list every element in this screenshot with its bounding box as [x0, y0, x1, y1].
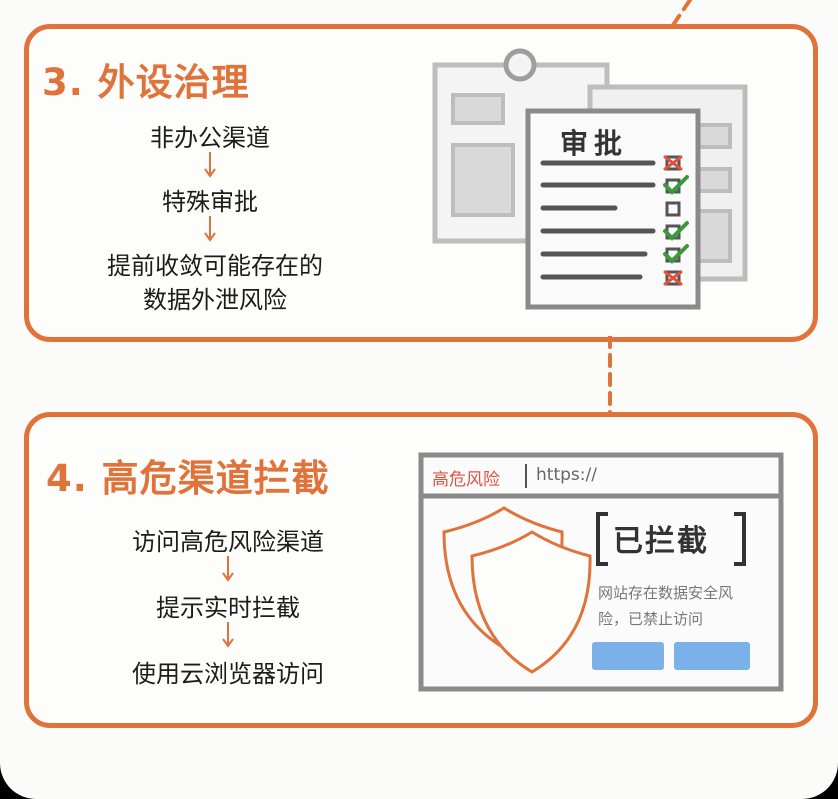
down-arrow-icon — [222, 556, 234, 582]
down-arrow-icon — [204, 152, 216, 178]
blocked-message-line2: 险，已禁止访问 — [598, 610, 704, 628]
flow-step: 使用云浏览器访问 — [132, 660, 324, 688]
flow-step: 特殊审批 — [162, 188, 258, 216]
browser-url: https:// — [536, 465, 597, 485]
down-arrow-icon — [222, 622, 234, 648]
flow-step: 提示实时拦截 — [156, 594, 300, 622]
browser-window-illustration — [418, 452, 784, 692]
flow-step: 访问高危风险渠道 — [132, 528, 324, 556]
section-3-title: 3. 外设治理 — [42, 61, 250, 104]
document-heading: 审批 — [560, 127, 629, 160]
flow-step: 提前收敛可能存在的 — [107, 252, 323, 280]
approval-documents-illustration — [432, 48, 748, 310]
down-arrow-icon — [204, 216, 216, 242]
section-4-title: 4. 高危渠道拦截 — [46, 457, 330, 500]
flow-step: 数据外泄风险 — [143, 286, 287, 314]
blocked-heading: 已拦截 — [613, 524, 709, 559]
browser-tab-label: 高危风险 — [432, 470, 500, 490]
blocked-message-line1: 网站存在数据安全风 — [598, 584, 734, 602]
flow-step: 非办公渠道 — [150, 124, 270, 152]
